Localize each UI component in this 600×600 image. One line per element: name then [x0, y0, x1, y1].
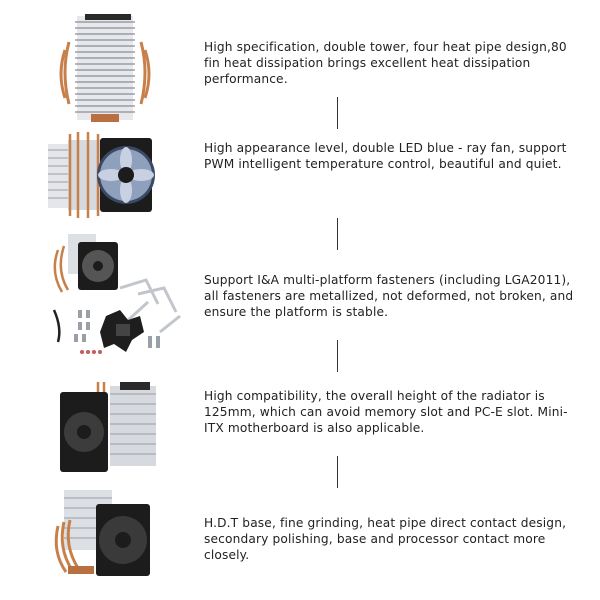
feature-text-1: High specification, double tower, four h… [204, 40, 567, 86]
divider-4 [337, 456, 338, 488]
cooler-led-fan-image [44, 130, 156, 220]
feature-text-2: High appearance level, double LED blue -… [204, 141, 567, 171]
fasteners-kit-image [48, 232, 188, 360]
cooler-base-image [50, 486, 154, 586]
feature-text-4: High compatibility, the overall height o… [204, 389, 568, 435]
feature-text-3: Support I&A multi-platform fasteners (in… [204, 273, 574, 319]
divider-3 [337, 340, 338, 372]
dual-fan-cooler-image [58, 380, 160, 480]
divider-2 [337, 218, 338, 250]
feature-text-5: H.D.T base, fine grinding, heat pipe dir… [204, 516, 567, 562]
divider-1 [337, 97, 338, 129]
heatsink-tower-image [55, 12, 155, 124]
